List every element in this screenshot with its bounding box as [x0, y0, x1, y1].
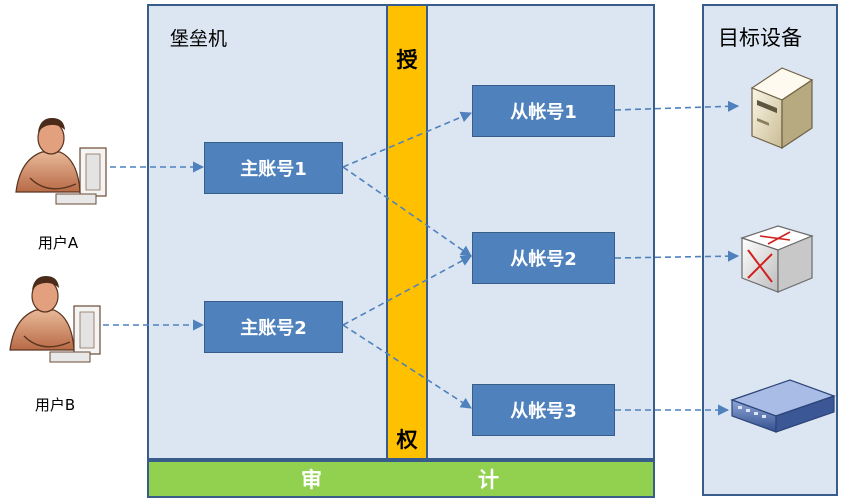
sub-account-3: 从帐号3 — [472, 384, 615, 436]
user-a-icon — [15, 118, 107, 205]
master-1-to-sub-1-arrow — [342, 111, 473, 168]
user-b-label: 用户B — [34, 396, 76, 414]
master-2-to-sub-3-arrow — [342, 324, 472, 409]
authorization-top-label: 授 — [396, 48, 418, 72]
server-icon — [750, 67, 814, 150]
sub-account-1: 从帐号1 — [472, 85, 615, 137]
router-icon — [740, 225, 814, 293]
audit-bar: 审 计 — [147, 460, 655, 498]
user-b-icon — [9, 276, 101, 363]
bastion-title: 堡垒机 — [170, 28, 228, 50]
audit-left-label: 审 — [301, 468, 322, 492]
sub-2-to-router-arrow — [614, 250, 740, 262]
target-devices-title: 目标设备 — [718, 26, 802, 50]
sub-account-2: 从帐号2 — [472, 232, 615, 284]
master-1-to-sub-2-arrow — [342, 166, 472, 257]
master-account-2: 主账号2 — [204, 301, 343, 353]
switch-icon — [730, 379, 836, 433]
user-a-label: 用户A — [37, 234, 79, 252]
audit-right-label: 计 — [478, 468, 499, 492]
authorization-bottom-label: 权 — [396, 428, 418, 452]
master-account-1: 主账号1 — [204, 142, 343, 194]
sub-1-to-server-arrow — [614, 100, 740, 112]
master-2-to-sub-2-arrow — [342, 255, 472, 326]
authorization-bar: 授 权 — [386, 4, 428, 460]
